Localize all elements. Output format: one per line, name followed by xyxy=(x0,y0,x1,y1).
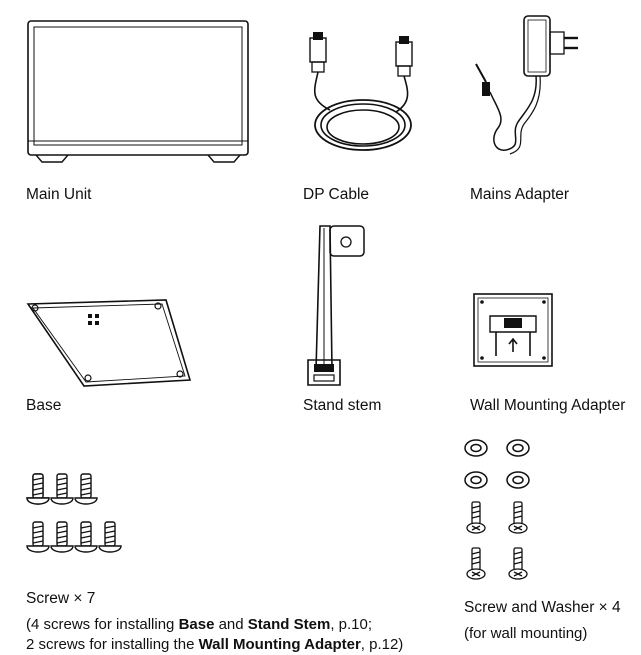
screw-note-line1: (4 screws for installing Base and Stand … xyxy=(26,616,373,633)
screw-washer-note: (for wall mounting) xyxy=(464,625,588,642)
stand-stem-label: Stand stem xyxy=(303,397,382,414)
mains-adapter-illustration xyxy=(475,15,578,155)
screw-illustration xyxy=(26,473,122,553)
screw-washer-label: Screw and Washer × 4 xyxy=(464,599,621,616)
main-unit-label: Main Unit xyxy=(26,186,92,203)
dp-cable-illustration xyxy=(309,32,413,151)
screw-washer-illustration xyxy=(464,439,530,580)
base-illustration xyxy=(26,299,192,387)
wall-mounting-adapter-illustration xyxy=(473,293,553,367)
screw-note-line2: 2 screws for installing the Wall Mountin… xyxy=(26,636,404,653)
screw-label: Screw × 7 xyxy=(26,590,96,607)
dp-cable-label: DP Cable xyxy=(303,186,370,203)
mains-adapter-label: Mains Adapter xyxy=(470,186,570,203)
wall-mounting-adapter-label: Wall Mounting Adapter xyxy=(470,397,626,414)
monitor-illustration xyxy=(27,20,249,163)
base-label: Base xyxy=(26,397,62,414)
stand-stem-illustration xyxy=(307,225,365,386)
